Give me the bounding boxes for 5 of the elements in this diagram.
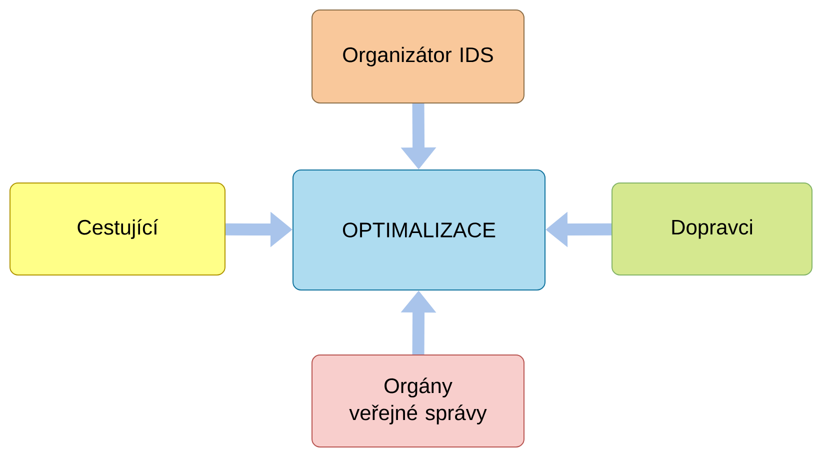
process-box: Dopravci [612,182,812,276]
process-box: Organizátor IDS [312,10,524,104]
process-box: Orgány veřejné správy [312,354,524,448]
process-box: OPTIMALIZACE [292,170,546,290]
process-box: Cestující [10,182,226,276]
